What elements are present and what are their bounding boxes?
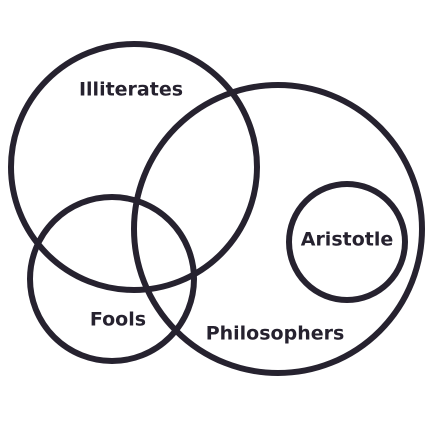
fools-circle xyxy=(27,194,197,364)
philosophers-circle xyxy=(131,82,425,376)
fools-label: Fools xyxy=(90,309,146,331)
aristotle-circle xyxy=(286,181,408,303)
aristotle-label: Aristotle xyxy=(301,229,394,251)
illiterates-label: Illiterates xyxy=(79,79,183,101)
philosophers-label: Philosophers xyxy=(206,323,345,345)
illiterates-circle xyxy=(8,41,260,293)
